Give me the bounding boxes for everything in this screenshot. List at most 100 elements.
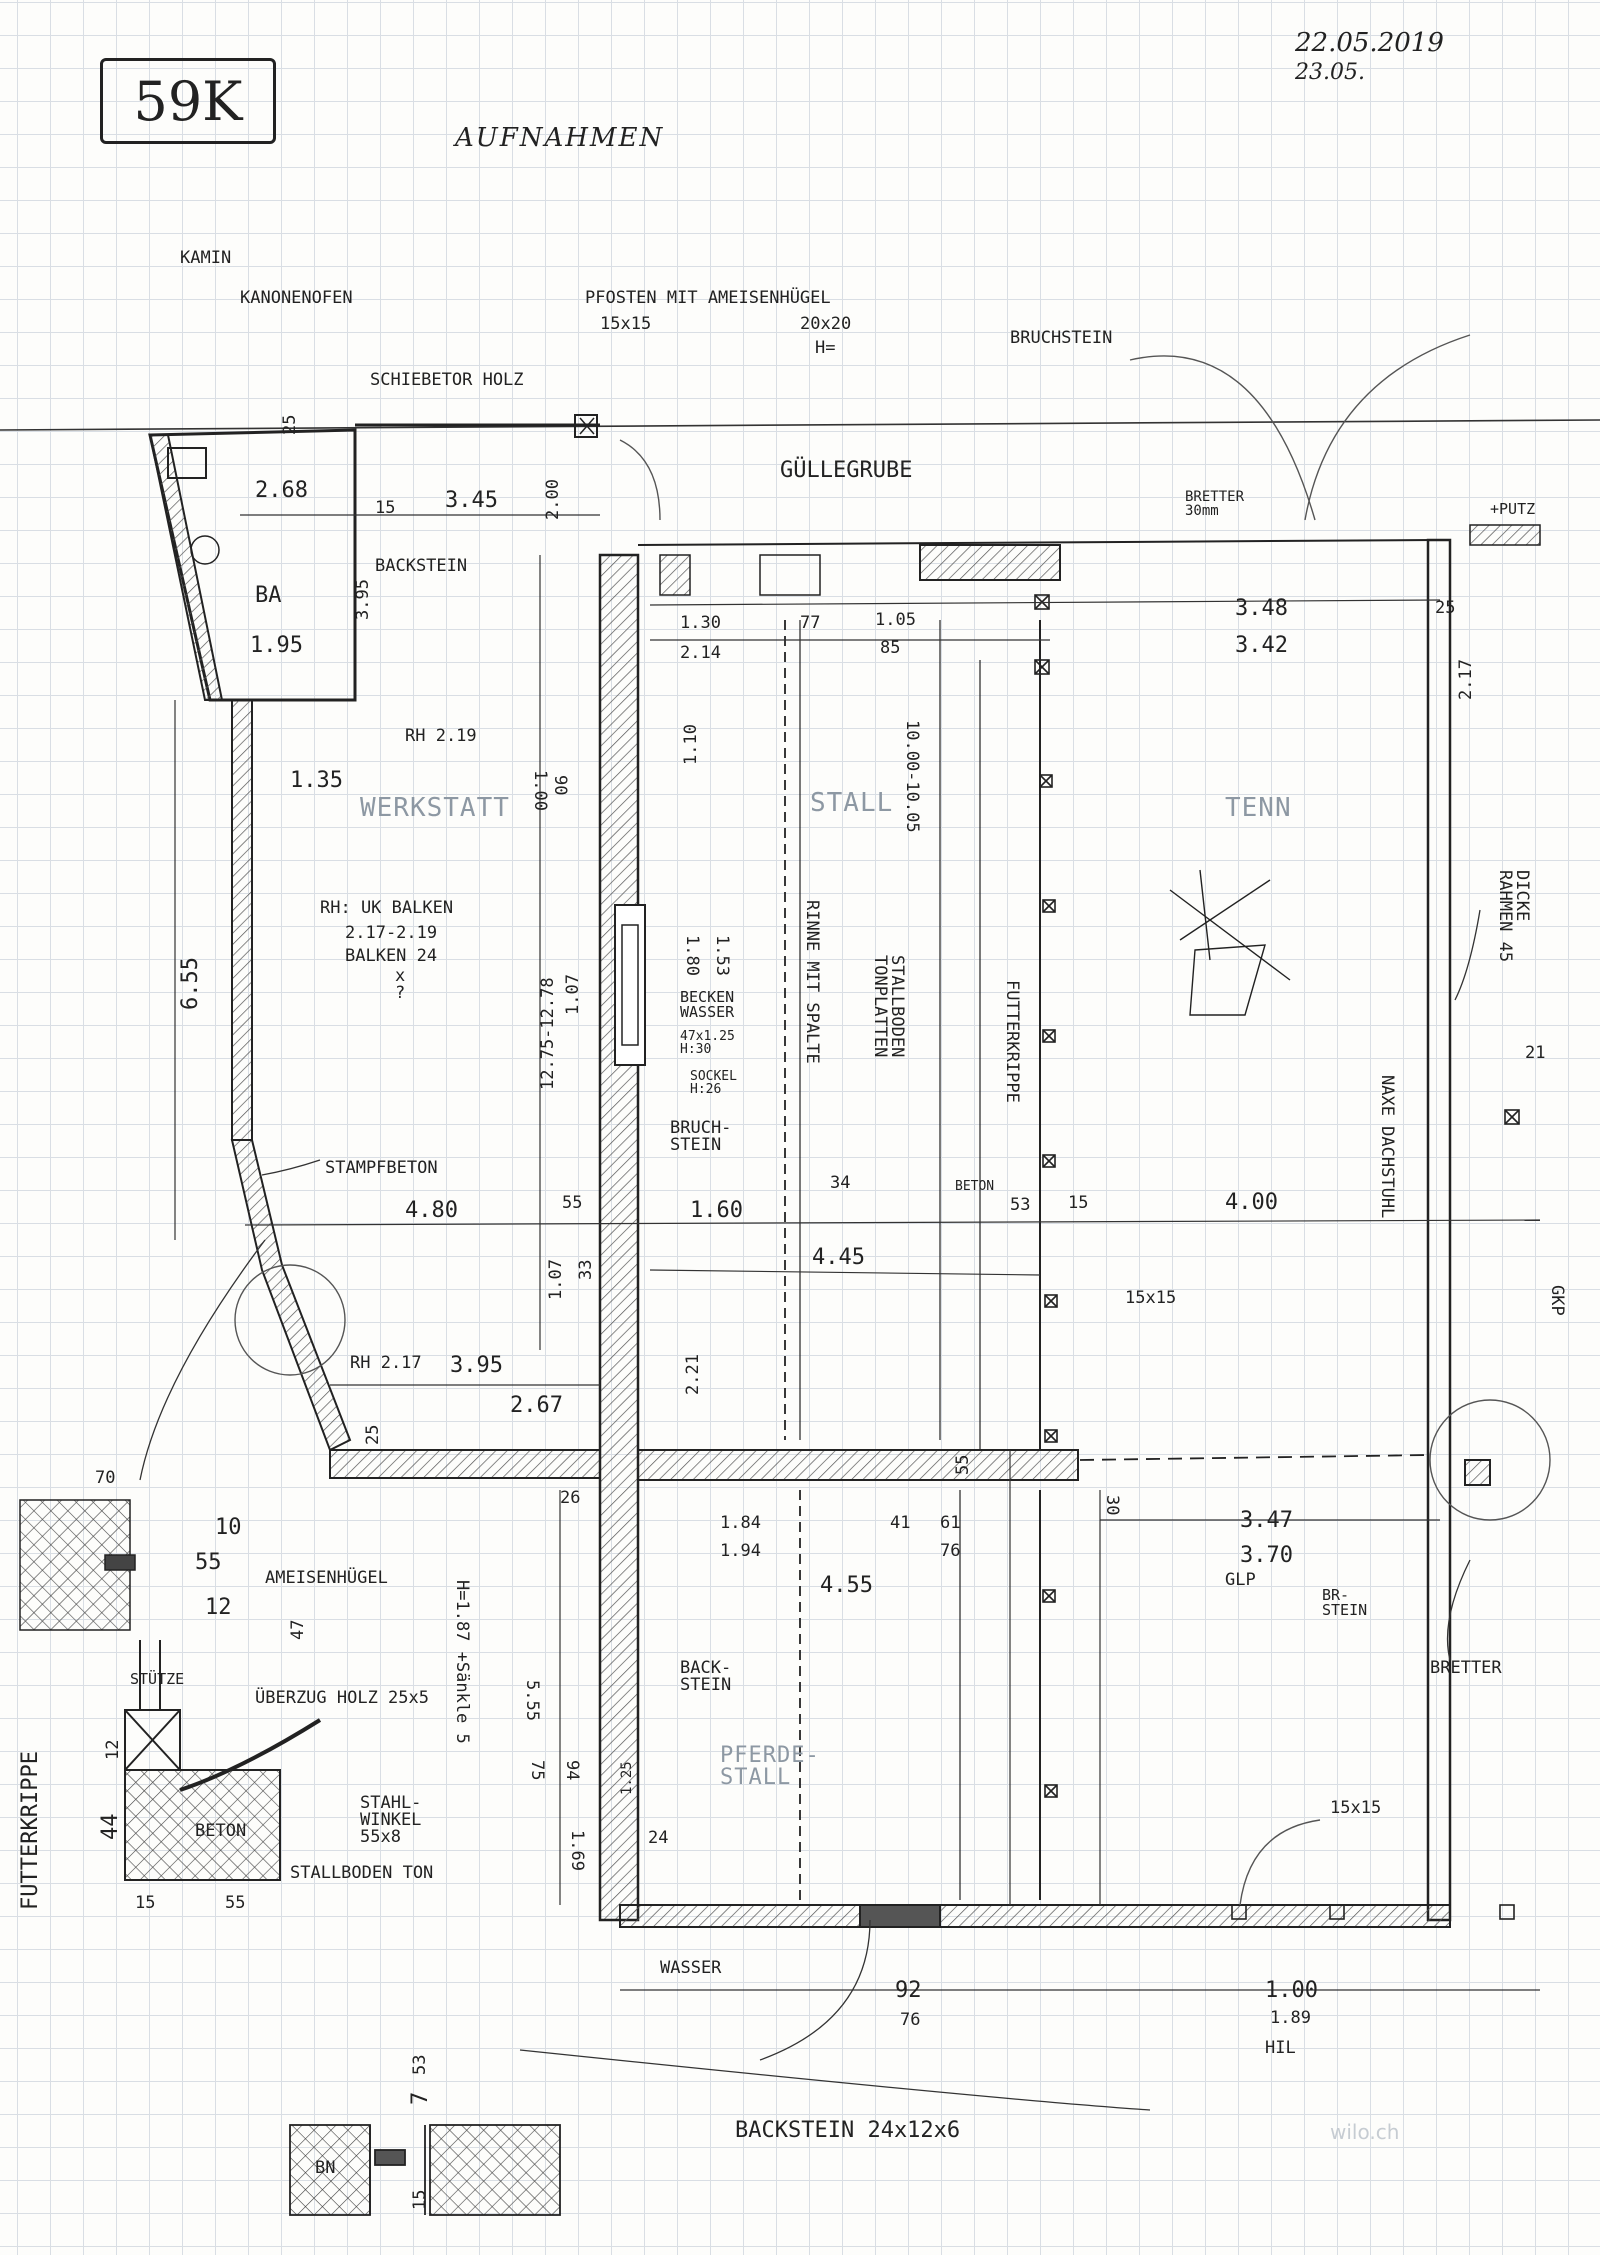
dim-153: 1.53 [712,935,732,976]
guellegrube-wall [919,544,1061,581]
dim-44: 44 [98,1813,123,1841]
post-top-1 [574,414,598,438]
wall-werkstatt-angled [230,1139,352,1452]
dim-15x15: 15x15 [1125,1288,1177,1308]
label-backstein: BACKSTEIN [375,556,468,576]
label-bn: BN [315,2158,336,2178]
dim-55a: 55 [562,1193,583,1213]
label-rh-217: RH 2.17 [350,1353,422,1373]
dim-169: 1.69 [567,1830,587,1871]
dim-110: 1.10 [681,724,701,765]
dim-25c: 25 [1435,598,1456,618]
label-beton-detail: BETON [195,1821,247,1841]
dim-30: 30 [1102,1495,1122,1516]
dim-53b: 53 [410,2054,430,2075]
dim-1000: 10.00-10.05 [902,720,922,833]
label-pfosten-h: H= [815,338,836,358]
wall-ba-left-thick [148,434,224,701]
sheet-title: AUFNAHMEN [455,123,665,153]
dim-268: 2.68 [255,478,308,503]
label-beton: BETON [955,1179,995,1194]
label-naxe-dachstuhl: NAXE DACHSTUHL [1377,1075,1397,1219]
dim-33: 33 [576,1259,596,1280]
label-gkp: GKP [1547,1285,1567,1316]
label-pfosten-size: 15x15 [600,314,652,334]
label-h-187: H=1.87 +Sänkle 5 [452,1580,472,1744]
dim-348: 3.48 [1235,596,1288,621]
label-brstein: BR-STEIN [1322,1586,1368,1619]
dim-47: 47 [288,1619,308,1640]
dim-10: 10 [215,1515,242,1540]
label-pfosten: PFOSTEN MIT AMEISENHÜGEL [585,288,831,308]
dim-7: 7 [408,2091,433,2105]
room-tenn: TENN [1225,793,1292,823]
kamin-block [167,447,207,479]
dim-221: 2.21 [683,1354,703,1395]
dim-100: 1.00 [1265,1978,1318,2003]
dim-267: 2.67 [510,1393,563,1418]
label-balken: BALKEN 24 [345,946,438,966]
label-rh-range: 2.17-2.19 [345,923,438,943]
dim-200: 2.00 [543,479,563,520]
dim-55c: 55 [195,1550,222,1575]
dim-15b: 15 [1068,1193,1089,1213]
room-werkstatt: WERKSTATT [360,793,510,823]
dim-12b: 12 [103,1739,123,1760]
wall-right-exterior [1426,538,1452,1922]
dim-1275: 12.75-12.78 [538,977,558,1090]
mid-dashed-line [1079,1454,1431,1461]
dim-100b: 1.00 [530,770,550,811]
dim-26: 26 [560,1488,581,1508]
label-balken-2: ? [395,983,406,1003]
label-wasser: WASSER [660,1958,722,1978]
label-guellegrube: GÜLLEGRUBE [780,458,913,483]
dim-217: 2.17 [1456,659,1476,700]
dim-445: 4.45 [812,1245,865,1270]
label-hil: HIL [1265,2038,1296,2058]
label-stallboden: STALLBODEN TONPLATTEN [870,955,907,1058]
dim-195: 1.95 [250,633,303,658]
dim-70: 70 [95,1468,116,1488]
dim-77: 77 [800,613,821,633]
bn-detail [289,2124,561,2216]
label-sockel: SOCKEL H:26 [690,1069,737,1097]
room-pferdestall: PFERDE-STALL [720,1743,820,1790]
label-ueberzug: ÜBERZUG HOLZ 25x5 [255,1688,429,1708]
dim-480: 4.80 [405,1198,458,1223]
dim-92: 92 [895,1978,922,2003]
wall-werkstatt-bottom [329,1449,601,1479]
label-futterkrippe: FUTTERKRIPPE [1002,980,1022,1103]
label-putz: +PUTZ [1490,500,1536,518]
dim-94: 94 [562,1760,582,1781]
room-ba: BA [255,583,282,608]
dim-25b: 25 [363,1424,383,1445]
label-stuetze: STÜTZE [130,1670,185,1688]
dim-189: 1.89 [1270,2008,1311,2028]
dim-15c: 15 [135,1893,156,1913]
dim-395b: 3.95 [450,1353,503,1378]
wall-stall-top [637,539,1436,546]
futterkrippe-detail [124,1640,322,1881]
label-bruch-stein: BRUCH-STEIN [670,1118,732,1155]
label-backstein-2: BACK-STEIN [680,1658,732,1695]
date-secondary: 23.05. [1295,60,1365,85]
dim-25a: 25 [280,414,300,435]
label-becken-dims: 47x1.25 H:30 [680,1029,735,1057]
dim-55d: 55 [225,1893,246,1913]
dim-75: 75 [527,1760,547,1781]
dim-53: 53 [1010,1195,1031,1215]
ba-fixture [190,535,220,565]
dim-12: 12 [205,1595,232,1620]
label-backstein-size: BACKSTEIN 24x12x6 [735,2118,961,2143]
label-schiebetor: SCHIEBETOR HOLZ [370,370,524,390]
dim-135: 1.35 [290,768,343,793]
dim-41: 41 [890,1513,911,1533]
dim-105: 1.05 [875,610,916,630]
wall-werkstatt-left [231,699,253,1141]
dim-184: 1.84 [720,1513,761,1533]
wall-mid-horizontal [637,1449,1079,1481]
dim-34: 34 [830,1173,851,1193]
label-dicke-rahmen: DICKE RAHMEN 45 [1495,870,1532,963]
label-kanonenofen: KANONENOFEN [240,288,353,308]
